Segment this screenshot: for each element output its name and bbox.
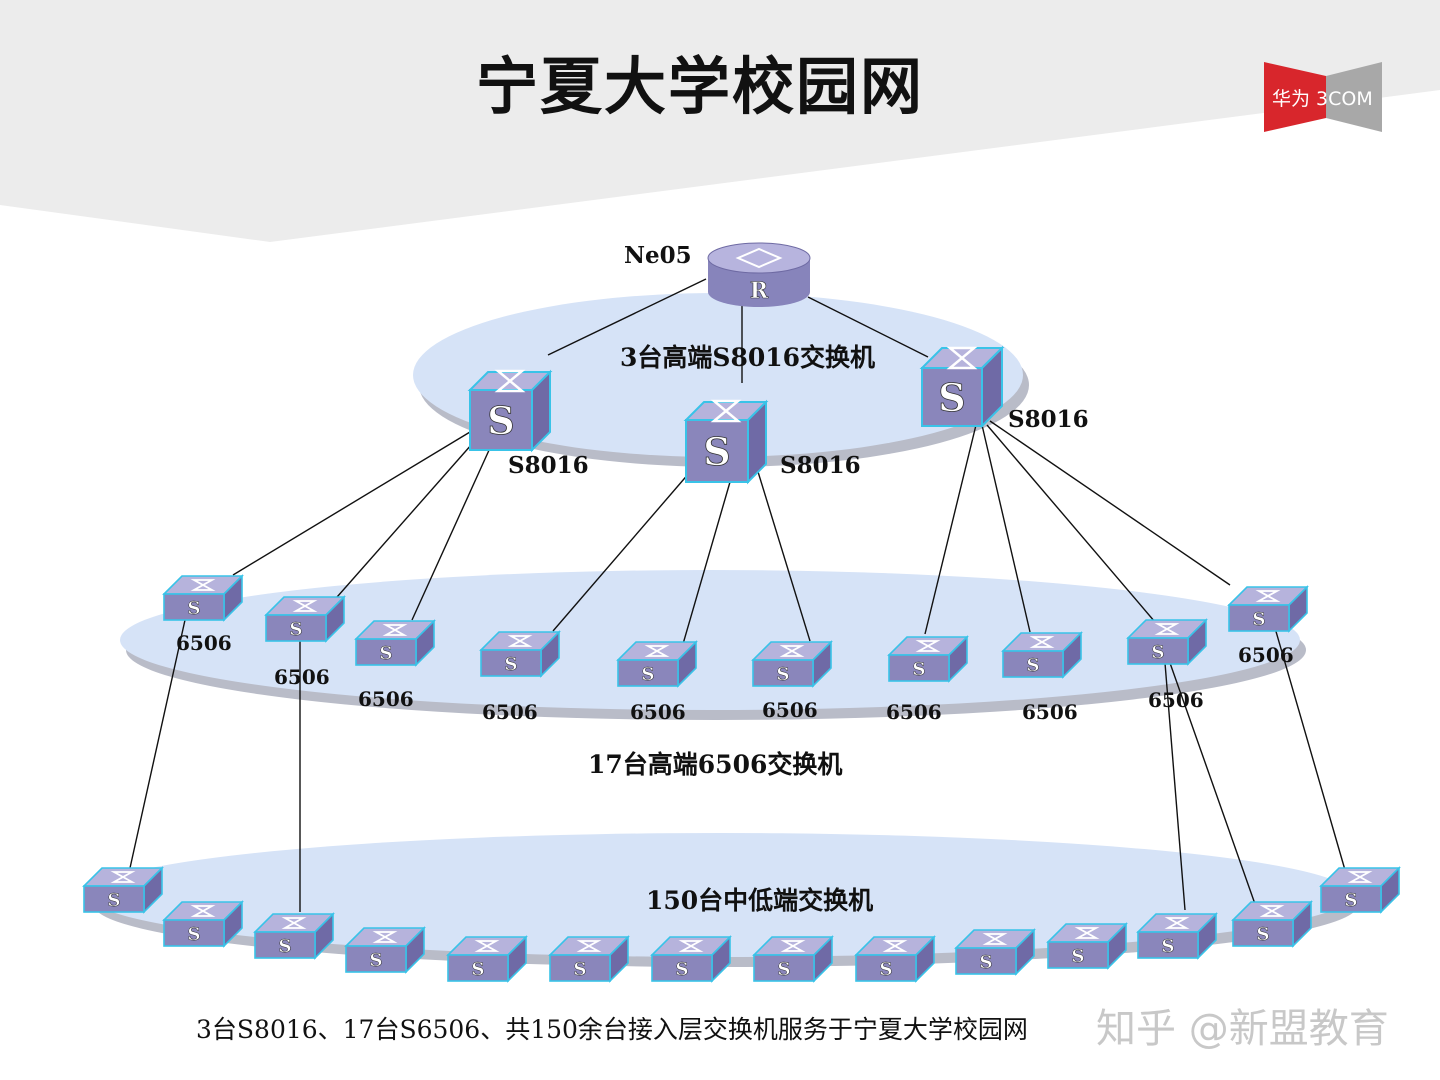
dist-switch-icon: S bbox=[354, 619, 436, 667]
access-switch-icon: S bbox=[954, 928, 1036, 976]
link bbox=[1274, 627, 1346, 871]
caption: 3台S8016、17台S6506、共150余台接入层交换机服务于宁夏大学校园网 bbox=[196, 1015, 1028, 1044]
brand-logo-text: 华为 3COM bbox=[1272, 88, 1373, 110]
access-switch-icon: S bbox=[854, 935, 936, 983]
dist-switch-icon: S bbox=[1001, 631, 1083, 679]
distribution-layer-label: 17台高端6506交换机 bbox=[588, 750, 843, 779]
access-layer-label: 150台中低端交换机 bbox=[646, 886, 874, 915]
access-switch-icon: S bbox=[1046, 922, 1128, 970]
dist-switch-label: 6506 bbox=[482, 700, 538, 724]
svg-text:S: S bbox=[574, 959, 587, 980]
dist-switch-icon: S bbox=[264, 595, 346, 643]
svg-text:S: S bbox=[1162, 936, 1175, 957]
access-switch-icon: S bbox=[752, 935, 834, 983]
dist-switch-icon: S bbox=[887, 635, 969, 683]
core-switch-icon: S bbox=[919, 345, 1005, 429]
dist-switch-label: 6506 bbox=[358, 687, 414, 711]
dist-switch-label: 6506 bbox=[176, 631, 232, 655]
svg-text:S: S bbox=[703, 429, 730, 474]
access-switch-icon: S bbox=[1136, 912, 1218, 960]
router-icon: R bbox=[707, 242, 811, 307]
dist-switch-icon: S bbox=[616, 640, 698, 688]
core-switch-icon: S bbox=[683, 399, 769, 485]
dist-switch-label: 6506 bbox=[1022, 700, 1078, 724]
access-switch-icon: S bbox=[548, 935, 630, 983]
link bbox=[232, 431, 471, 576]
links bbox=[129, 278, 1346, 912]
link bbox=[129, 619, 186, 869]
svg-text:S: S bbox=[370, 950, 383, 971]
svg-text:S: S bbox=[880, 959, 893, 980]
svg-text:S: S bbox=[472, 959, 485, 980]
dist-switch-icon: S bbox=[479, 630, 561, 678]
svg-text:S: S bbox=[1072, 946, 1085, 967]
svg-text:S: S bbox=[980, 952, 993, 973]
link bbox=[924, 424, 977, 635]
access-switch-icon: S bbox=[650, 935, 732, 983]
svg-text:S: S bbox=[1345, 890, 1358, 911]
dist-switch-label: 6506 bbox=[1238, 643, 1294, 667]
svg-text:S: S bbox=[1027, 655, 1040, 676]
access-layer-ellipse bbox=[88, 833, 1358, 967]
link bbox=[329, 443, 473, 606]
core-switch-label-3: S8016 bbox=[1008, 406, 1089, 433]
core-switch-label-2: S8016 bbox=[780, 452, 861, 479]
dist-switch-icon: S bbox=[1227, 585, 1309, 633]
link bbox=[807, 296, 929, 358]
link bbox=[754, 461, 811, 642]
link bbox=[981, 424, 1031, 633]
svg-text:S: S bbox=[913, 659, 926, 680]
core-layer-label: 3台高端S8016交换机 bbox=[620, 343, 876, 372]
svg-text:S: S bbox=[290, 619, 303, 640]
dist-switch-label: 6506 bbox=[274, 665, 330, 689]
page-title: 宁夏大学校园网 bbox=[475, 50, 924, 123]
access-switch-icon: S bbox=[82, 866, 164, 914]
dist-switch-icon: S bbox=[751, 640, 833, 688]
link bbox=[411, 447, 491, 621]
svg-text:S: S bbox=[676, 959, 689, 980]
access-switch-icon: S bbox=[1319, 866, 1401, 914]
svg-text:S: S bbox=[505, 654, 518, 675]
link bbox=[552, 471, 691, 632]
svg-text:S: S bbox=[642, 664, 655, 685]
svg-text:S: S bbox=[279, 936, 292, 957]
svg-text:S: S bbox=[778, 959, 791, 980]
dist-switch-icon: S bbox=[162, 574, 244, 622]
router-label: Ne05 bbox=[624, 242, 692, 269]
svg-text:S: S bbox=[938, 375, 965, 420]
svg-text:S: S bbox=[1152, 642, 1165, 663]
access-switch-icon: S bbox=[253, 912, 335, 960]
access-switch-icon: S bbox=[344, 926, 426, 974]
svg-text:S: S bbox=[380, 643, 393, 664]
link bbox=[1169, 662, 1256, 905]
dist-switch-label: 6506 bbox=[1148, 688, 1204, 712]
core-switch-label-1: S8016 bbox=[508, 452, 589, 479]
dist-switch-label: 6506 bbox=[762, 698, 818, 722]
watermark: 知乎 @新盟教育 bbox=[1096, 1006, 1389, 1052]
access-switch-icon: S bbox=[1231, 900, 1313, 948]
core-switch-icon: S bbox=[467, 369, 553, 453]
svg-text:S: S bbox=[487, 398, 514, 443]
svg-text:S: S bbox=[1257, 924, 1270, 945]
access-switch-icon: S bbox=[446, 935, 528, 983]
link bbox=[1164, 662, 1186, 911]
svg-text:S: S bbox=[1253, 609, 1266, 630]
dist-switch-label: 6506 bbox=[886, 700, 942, 724]
svg-text:R: R bbox=[750, 278, 769, 304]
svg-text:S: S bbox=[108, 890, 121, 911]
brand-logo bbox=[1264, 62, 1382, 132]
link bbox=[989, 420, 1231, 586]
svg-text:S: S bbox=[188, 924, 201, 945]
link bbox=[986, 424, 1156, 623]
link bbox=[682, 481, 731, 645]
svg-text:S: S bbox=[188, 598, 201, 619]
svg-text:S: S bbox=[777, 664, 790, 685]
dist-switch-icon: S bbox=[1126, 618, 1208, 666]
dist-switch-label: 6506 bbox=[630, 700, 686, 724]
link bbox=[547, 278, 707, 356]
access-switch-icon: S bbox=[162, 900, 244, 948]
